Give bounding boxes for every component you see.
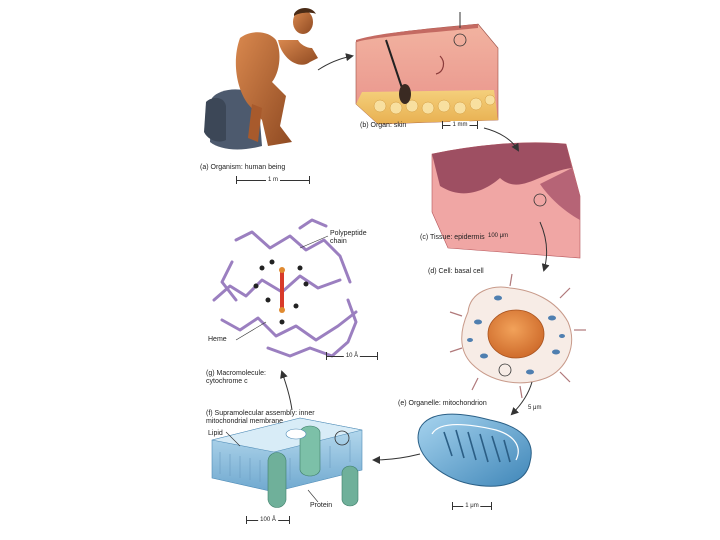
mitochondrion — [418, 414, 531, 486]
heme-label: Heme — [208, 336, 227, 344]
basal-cell — [450, 274, 586, 398]
macromolecule-scale-text: 10 Å — [344, 352, 360, 360]
polypeptide-label: Polypeptide chain — [330, 230, 380, 246]
organelle-scale-bar: 1 μm — [452, 502, 492, 510]
organelle-scale-text: 1 μm — [463, 502, 480, 510]
organelle-label: (e) Organelle: mitochondrion — [398, 400, 487, 408]
organ-scale-bar: 1 mm — [442, 121, 478, 129]
organ-scale-text: 1 mm — [451, 121, 470, 129]
organism-label: (a) Organism: human being — [200, 164, 285, 172]
organism-scale-bar: 1 m — [236, 176, 310, 184]
cell-label: (d) Cell: basal cell — [428, 268, 484, 276]
skin-block — [356, 12, 498, 124]
cell-scale-text: 5 μm — [528, 404, 541, 412]
supramolecular-scale-bar: 100 Å — [246, 516, 290, 524]
lipid-label: Lipid — [208, 430, 223, 438]
protein-label: Protein — [310, 502, 332, 510]
membrane-block — [212, 418, 362, 508]
macromolecule-label: (g) Macromolecule: cytochrome c — [206, 370, 296, 386]
organism-figure — [204, 8, 318, 149]
tissue-label: (c) Tissue: epidermis — [420, 234, 485, 242]
supramolecular-scale-text: 100 Å — [258, 516, 278, 524]
organ-label: (b) Organ: skin — [360, 122, 406, 130]
macromolecule-scale-bar: 10 Å — [326, 352, 378, 360]
supramolecular-label: (f) Supramolecular assembly: inner mitoc… — [206, 410, 324, 426]
organism-scale-text: 1 m — [266, 176, 280, 184]
tissue-scale-text: 100 μm — [488, 232, 508, 240]
